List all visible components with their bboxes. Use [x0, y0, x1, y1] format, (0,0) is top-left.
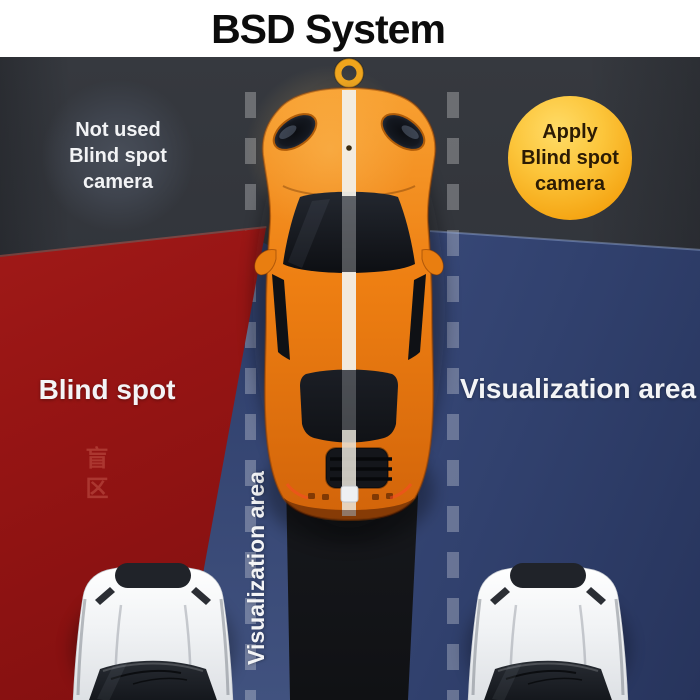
blind-spot-label: Blind spot	[38, 374, 176, 405]
visualization-area-label: Visualization area	[459, 373, 697, 404]
apply-camera-badge: Apply Blind spot camera	[508, 96, 632, 220]
badge-line: Apply	[542, 121, 598, 143]
lane-line-right	[447, 92, 459, 700]
badge-line: Blind spot	[521, 147, 619, 169]
badge-line: Blind spot	[69, 145, 167, 167]
watermark-text: 盲区	[82, 446, 108, 506]
badge-line: camera	[82, 171, 154, 193]
page-title: BSD System	[211, 6, 446, 52]
lane-line-left	[245, 92, 256, 700]
lane-visualization-label: Visualization area	[243, 471, 269, 665]
badge-line: camera	[534, 173, 606, 195]
badge-line: Not used	[75, 119, 161, 141]
not-used-camera-badge: Not used Blind spot camera	[40, 78, 196, 234]
title-bar: BSD System	[0, 0, 700, 57]
